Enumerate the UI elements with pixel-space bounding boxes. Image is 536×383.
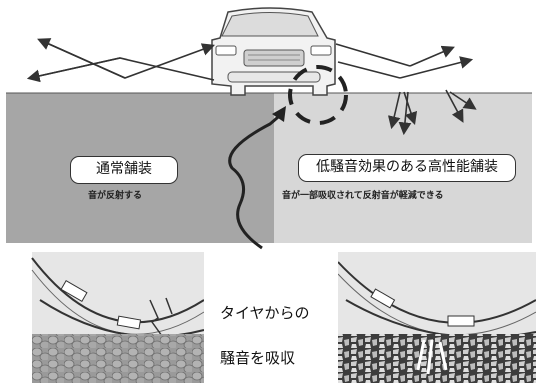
dense-pavement-sublabel: 音が反射する [88, 191, 143, 201]
caption-line-2: 騒音を吸収 [220, 349, 296, 367]
dense-pavement-label: 通常舗装 [70, 156, 178, 184]
pointer-arrowhead [272, 106, 286, 122]
contact-highlight-ring [288, 65, 348, 125]
porous-pavement-tire-detail [337, 252, 536, 383]
car-front-icon [211, 7, 336, 96]
reduced-sound-arrows-right [335, 43, 477, 136]
reflected-sound-arrows-left [26, 38, 216, 83]
dense-pavement-tire-detail [31, 252, 205, 383]
caption-panel [204, 252, 338, 383]
porous-pavement-label: 低騒音効果のある高性能舗装 [298, 154, 516, 182]
caption-line-1: タイヤからの [220, 304, 310, 322]
pointer-arrow [228, 110, 285, 250]
porous-pavement-sublabel: 音が一部吸収されて反射音が軽減できる [282, 191, 444, 201]
